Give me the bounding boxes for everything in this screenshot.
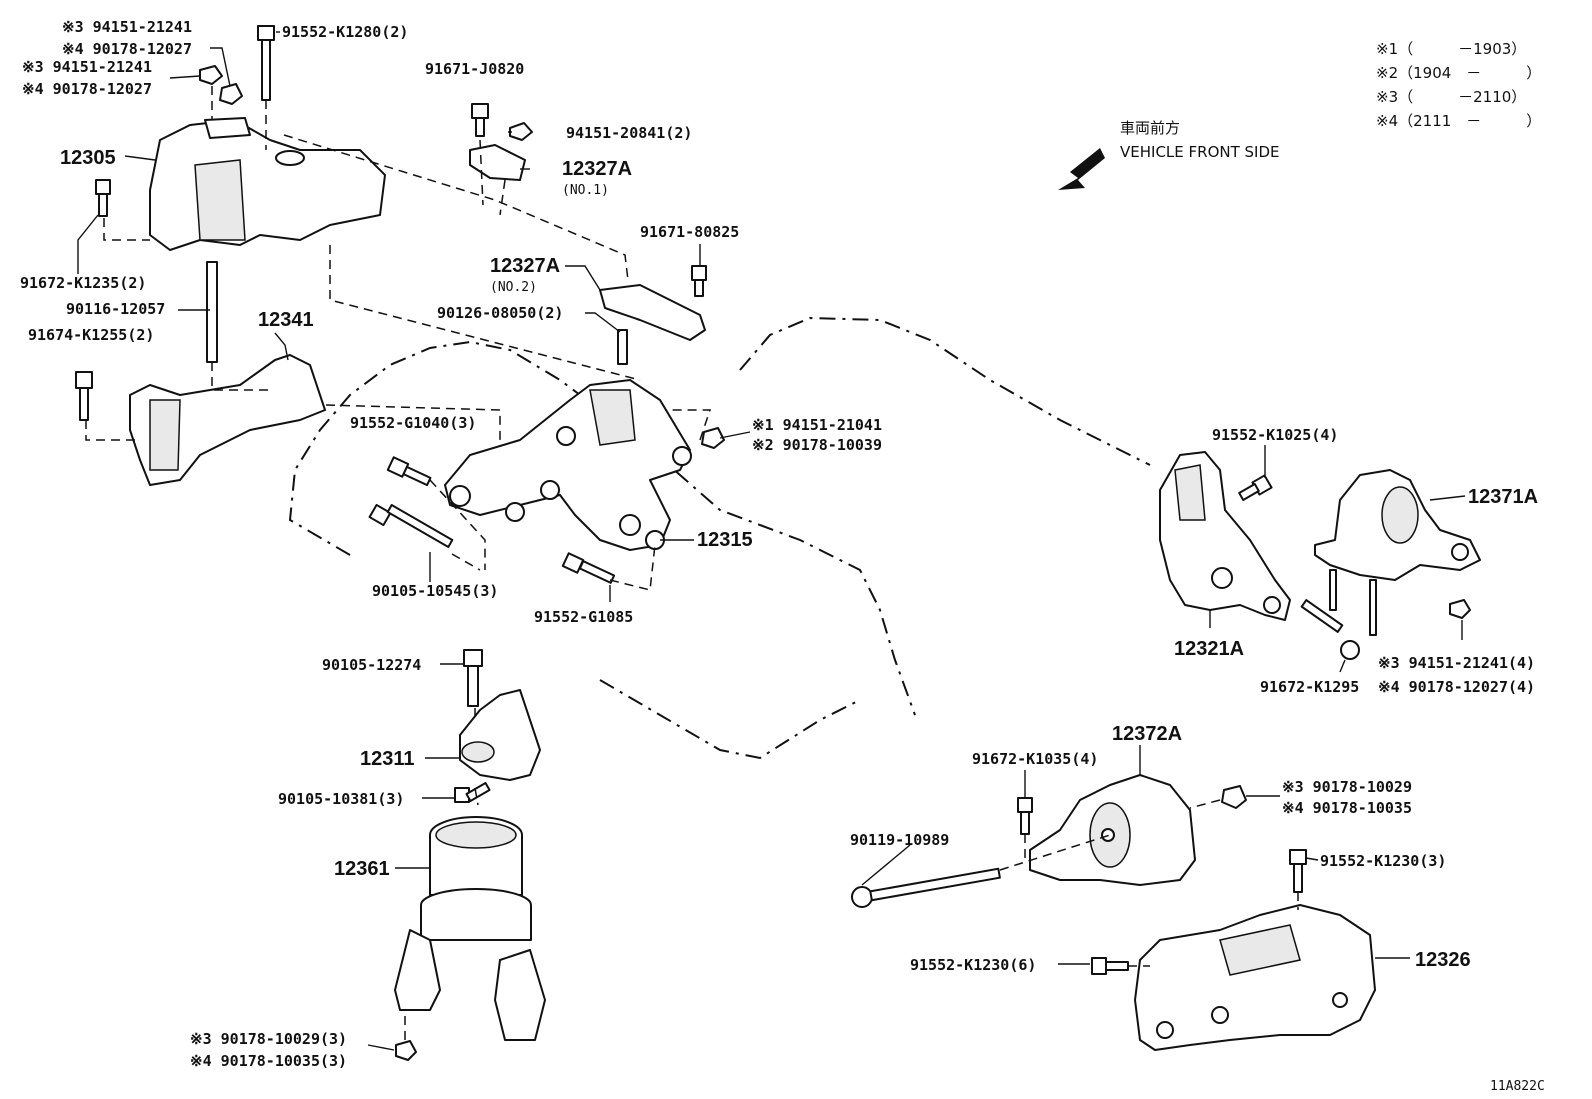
label-90178-10039: ※2 90178-10039 bbox=[752, 436, 882, 454]
nut-94151-21241-right bbox=[1449, 599, 1471, 619]
part-12321A-bracket bbox=[1159, 451, 1291, 621]
bolt-91552-K1230-lower bbox=[1091, 957, 1129, 975]
label-90178-10035-right: ※4 90178-10035 bbox=[1282, 799, 1412, 817]
bolt-91671-J0820 bbox=[471, 103, 489, 137]
label-91672-K1035: 91672-K1035(4) bbox=[972, 750, 1098, 768]
part-12371A-mount bbox=[1314, 469, 1481, 636]
label-90178-10035-left: ※4 90178-10035(3) bbox=[190, 1052, 347, 1070]
label-91552-G1085: 91552-G1085 bbox=[534, 608, 633, 626]
label-90178-10029-right: ※3 90178-10029 bbox=[1282, 778, 1412, 796]
label-90178-12027-a: ※4 90178-12027 bbox=[62, 40, 192, 58]
nut-94151-20841 bbox=[509, 122, 533, 141]
bolt-90119-10989 bbox=[851, 867, 1001, 908]
label-90126-08050: 90126-08050(2) bbox=[437, 304, 563, 322]
vehicle-front-en: VEHICLE FRONT SIDE bbox=[1120, 143, 1280, 161]
label-12327A-no2: 12327A bbox=[490, 255, 560, 277]
vehicle-front-jp: 車両前方 bbox=[1120, 119, 1180, 137]
label-12305: 12305 bbox=[60, 147, 116, 169]
part-12326-bracket bbox=[1134, 904, 1376, 1051]
vehicle-front-arrow: 車両前方 VEHICLE FRONT SIDE bbox=[1058, 119, 1280, 190]
label-94151-21041: ※1 94151-21041 bbox=[752, 416, 882, 434]
label-91674-K1255: 91674-K1255(2) bbox=[28, 326, 154, 344]
nut-90178-10029 bbox=[395, 1040, 417, 1061]
bolt-91672-K1235 bbox=[95, 179, 111, 217]
label-90105-10381: 90105-10381(3) bbox=[278, 790, 404, 808]
label-12326: 12326 bbox=[1415, 949, 1471, 971]
label-90105-12274: 90105-12274 bbox=[322, 656, 421, 674]
bolt-90105-12274 bbox=[463, 649, 483, 707]
nuts-top-left bbox=[199, 65, 243, 105]
diagram-code: 11A822C bbox=[1490, 1079, 1545, 1094]
label-no2: (NO.2) bbox=[490, 280, 537, 295]
label-91552-K1280: 91552-K1280(2) bbox=[282, 23, 408, 41]
bolt-91671-80825 bbox=[691, 265, 707, 297]
label-94151-21241-b: ※3 94151-21241 bbox=[22, 58, 152, 76]
connection-lines bbox=[85, 86, 1299, 1040]
part-12315-engine-mount-bracket bbox=[444, 379, 692, 551]
stud-90116-12057 bbox=[206, 261, 218, 363]
legend-item-2: ※2（1904 － ） bbox=[1376, 64, 1541, 82]
label-91672-K1235: 91672-K1235(2) bbox=[20, 274, 146, 292]
label-no1: (NO.1) bbox=[562, 183, 609, 198]
part-12327A-no2-bracket bbox=[599, 284, 706, 341]
label-90105-10545: 90105-10545(3) bbox=[372, 582, 498, 600]
label-94151-21241-a: ※3 94151-21241 bbox=[62, 18, 192, 36]
part-12311-bracket bbox=[459, 689, 541, 781]
label-12321A: 12321A bbox=[1174, 638, 1244, 660]
bolt-91672-K1295 bbox=[1300, 599, 1360, 660]
label-12361: 12361 bbox=[334, 858, 390, 880]
bolt-90105-10545 bbox=[368, 503, 454, 548]
label-12311: 12311 bbox=[360, 748, 415, 770]
label-94151-20841: 94151-20841(2) bbox=[566, 124, 692, 142]
stud-90126-08050 bbox=[617, 329, 628, 365]
leader-lines bbox=[77, 31, 1466, 1051]
bolt-90105-10381 bbox=[454, 782, 491, 803]
nut-94151-21041 bbox=[701, 427, 725, 449]
bolt-91672-K1035 bbox=[1017, 797, 1033, 835]
label-12341: 12341 bbox=[258, 309, 314, 331]
bolt-91552-K1280 bbox=[257, 25, 275, 101]
legend-item-4: ※4（2111 － ） bbox=[1376, 112, 1541, 130]
legend: ※1（ －1903） ※2（1904 － ） ※3（ －2110） ※4（211… bbox=[1376, 40, 1541, 130]
label-90178-12027-right: ※4 90178-12027(4) bbox=[1378, 678, 1535, 696]
label-91672-K1295: 91672-K1295 bbox=[1260, 678, 1359, 696]
label-90178-12027-b: ※4 90178-12027 bbox=[22, 80, 152, 98]
callout-labels: ※3 94151-21241 ※4 90178-12027 ※3 94151-2… bbox=[20, 18, 1538, 1070]
bolt-91552-K1025 bbox=[1238, 474, 1273, 501]
label-90178-10029-left: ※3 90178-10029(3) bbox=[190, 1030, 347, 1048]
part-12305-engine-mount-bracket bbox=[149, 117, 386, 251]
label-94151-21241-right: ※3 94151-21241(4) bbox=[1378, 654, 1535, 672]
part-12361-mount bbox=[394, 816, 546, 1041]
part-12372A-mount bbox=[1029, 774, 1196, 886]
engine-outline bbox=[288, 316, 1151, 760]
label-91671-80825: 91671-80825 bbox=[640, 223, 739, 241]
legend-item-1: ※1（ －1903） bbox=[1376, 40, 1526, 58]
label-12372A: 12372A bbox=[1112, 723, 1182, 745]
part-12341-bracket bbox=[129, 354, 326, 486]
part-12327A-no1-bracket bbox=[469, 144, 526, 181]
bolt-91552-G1085 bbox=[561, 552, 616, 584]
label-91552-G1040: 91552-G1040(3) bbox=[350, 414, 476, 432]
label-91552-K1025: 91552-K1025(4) bbox=[1212, 426, 1338, 444]
label-90116-12057: 90116-12057 bbox=[66, 300, 165, 318]
label-12371A: 12371A bbox=[1468, 486, 1538, 508]
legend-item-3: ※3（ －2110） bbox=[1376, 88, 1526, 106]
label-12327A-no1: 12327A bbox=[562, 158, 632, 180]
label-91671-J0820: 91671-J0820 bbox=[425, 60, 524, 78]
nut-90178-10029-right bbox=[1221, 785, 1247, 809]
bolt-91552-G1040 bbox=[386, 456, 432, 487]
label-91552-K1230-upper: 91552-K1230(3) bbox=[1320, 852, 1446, 870]
label-91552-K1230-lower: 91552-K1230(6) bbox=[910, 956, 1036, 974]
bolt-91674-K1255 bbox=[75, 371, 93, 421]
label-90119-10989: 90119-10989 bbox=[850, 831, 949, 849]
bolt-91552-K1230-upper bbox=[1289, 849, 1307, 893]
label-12315: 12315 bbox=[697, 529, 753, 551]
